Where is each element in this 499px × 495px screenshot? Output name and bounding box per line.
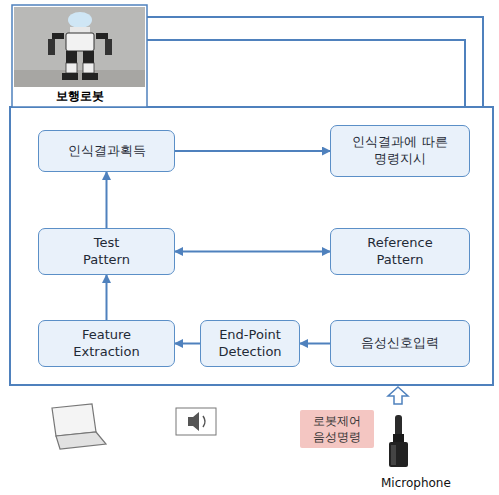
system-frame (10, 107, 493, 385)
robot-photo (12, 5, 147, 107)
process-box: 인식결과에 따른 명령지시 (330, 125, 470, 177)
part-label: Microphone (381, 476, 451, 490)
input-arrow (388, 387, 408, 404)
robot-link-wire (147, 40, 465, 107)
node-text: 음성신호입력 (361, 335, 439, 352)
flow-arrow (300, 343, 330, 345)
process-box: Reference Pattern (330, 228, 470, 275)
flow-arrow (175, 251, 330, 253)
flow-arrow (175, 150, 330, 152)
node-text: 인식결과획득 (68, 143, 146, 160)
flow-arrow (106, 172, 108, 228)
process-box: 인식결과획득 (38, 130, 175, 172)
node-text: Test Pattern (72, 235, 142, 269)
node-text: 로봇제어 음성명령 (306, 413, 368, 445)
laptop-icon (52, 404, 106, 449)
microphone-icon (389, 415, 408, 467)
process-box: Feature Extraction (38, 320, 175, 367)
node-text: Feature Extraction (62, 327, 152, 361)
speaker-icon (176, 408, 216, 435)
flow-arrow (106, 275, 108, 320)
robot-box: 보행로봇 (12, 5, 147, 107)
node-text: End-Point Detection (207, 327, 293, 361)
command-note: 로봇제어 음성명령 (300, 410, 374, 448)
node-text: 보행로봇 (56, 88, 104, 105)
node-text: Reference Pattern (355, 235, 445, 269)
process-box: Test Pattern (38, 228, 175, 275)
process-box: 음성신호입력 (330, 320, 470, 367)
node-text: 인식결과에 따른 명령지시 (348, 134, 452, 168)
process-box: End-Point Detection (200, 320, 300, 367)
robot-link-wire (147, 17, 483, 107)
flow-arrow (175, 343, 200, 345)
